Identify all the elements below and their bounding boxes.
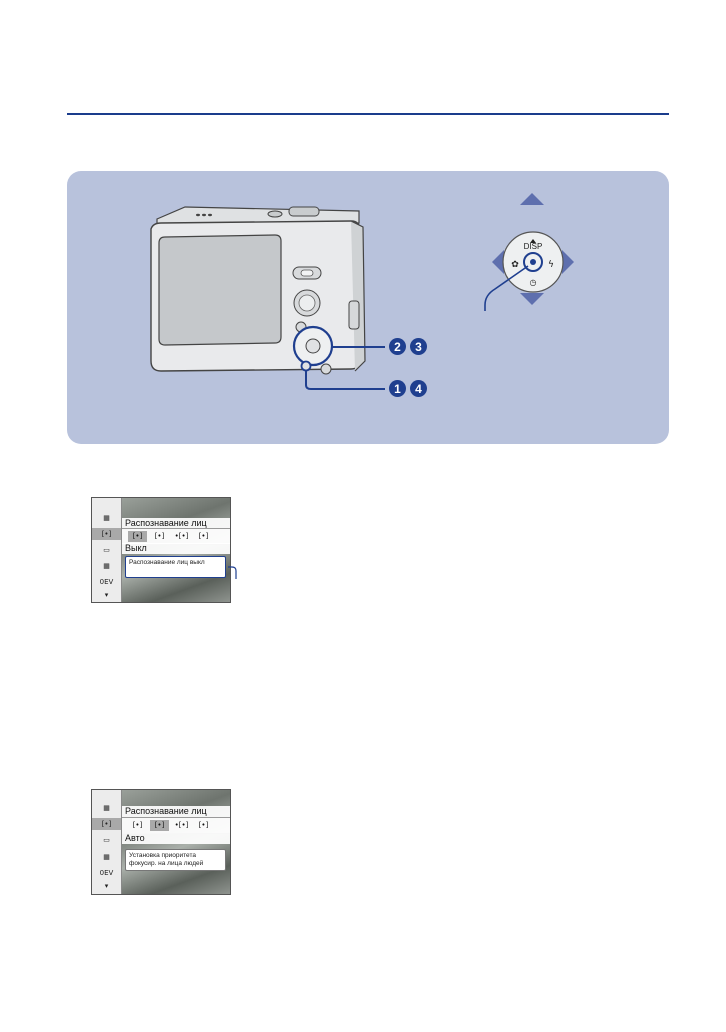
image-size-icon: ▭ — [103, 546, 110, 554]
camera-illustration-panel: DISP ✿ ϟ ◷ 2 3 1 4 — [67, 171, 669, 444]
option-child-priority-icon: •[•] — [174, 821, 189, 829]
step-badge-3: 3 — [410, 338, 427, 355]
camera-side — [350, 220, 366, 372]
lcd-screenshot-face-off: ▦ [•] ▭ ▦ 0EV ▾ Распознавание лиц [•] [•… — [91, 497, 231, 603]
option-off-icon: [•] — [132, 821, 143, 829]
lcd-selected-value: Авто — [122, 833, 230, 844]
option-auto-icon: [•] — [154, 532, 165, 540]
lcd-side-menu: ▦ [•] ▭ ▦ 0EV ▾ — [92, 498, 122, 602]
flash-icon: ϟ — [548, 260, 554, 270]
step-badge-4: 4 — [410, 380, 427, 397]
hint-callout — [228, 566, 237, 579]
dpad-arrow-up — [520, 193, 544, 205]
step-badge-1: 1 — [389, 380, 406, 397]
dpad-arrow-down — [520, 293, 544, 305]
power-button — [267, 210, 283, 218]
shutter-button — [288, 206, 320, 217]
dpad-diagram: DISP ✿ ϟ ◷ — [484, 193, 574, 311]
dpad-disp-label: DISP — [524, 242, 543, 251]
scene-icon: ▦ — [103, 514, 110, 522]
strap-eyelet — [348, 300, 360, 330]
camera-illustration: DISP ✿ ϟ ◷ — [150, 193, 574, 390]
exposure-icon: 0EV — [99, 869, 114, 877]
image-size-icon: ▭ — [103, 836, 110, 844]
lcd-screen — [158, 234, 282, 346]
control-wheel-center — [305, 338, 321, 354]
lcd-screenshot-face-auto: ▦ [•] ▭ ▦ 0EV ▾ Распознавание лиц [•] [•… — [91, 789, 231, 895]
dpad-arrow-right — [562, 250, 574, 274]
camera-mic-dot — [202, 213, 206, 217]
lcd-side-menu: ▦ [•] ▭ ▦ 0EV ▾ — [92, 790, 122, 894]
menu-button — [300, 360, 312, 372]
lcd-selected-value: Выкл — [122, 543, 230, 554]
lcd-hint-box: Распознавание лиц выкл — [125, 556, 226, 578]
delete-button — [320, 363, 332, 375]
scene-icon: ▦ — [103, 804, 110, 812]
lcd-menu-title: Распознавание лиц — [122, 806, 230, 817]
option-adult-priority-icon: [•] — [198, 532, 209, 540]
lcd-option-row: [•] [•] •[•] [•] — [122, 817, 230, 834]
face-detection-icon: [•] — [92, 818, 121, 830]
scroll-down-icon: ▾ — [104, 591, 109, 599]
self-timer-icon: ◷ — [530, 278, 537, 287]
camera-mic-dot — [208, 213, 212, 217]
callout-line-menu — [305, 371, 385, 390]
option-adult-priority-icon: [•] — [198, 821, 209, 829]
dpad-callout-line — [484, 265, 529, 311]
dpad-arrow-left — [492, 250, 504, 274]
option-child-priority-icon: •[•] — [174, 532, 189, 540]
camera-mic-dot — [196, 213, 200, 217]
scroll-down-icon: ▾ — [104, 882, 109, 890]
face-detection-icon: [•] — [92, 528, 121, 540]
lcd-menu-title: Распознавание лиц — [122, 518, 230, 529]
option-auto-icon: [•] — [150, 820, 169, 831]
macro-icon: ✿ — [511, 260, 519, 270]
option-off-icon: [•] — [128, 531, 147, 542]
exposure-icon: 0EV — [99, 578, 114, 586]
lcd-hint-box: Установка приоритета фокусир. на лица лю… — [125, 849, 226, 871]
step-badge-2: 2 — [389, 338, 406, 355]
burst-icon: ▦ — [103, 562, 110, 570]
burst-icon: ▦ — [103, 853, 110, 861]
header-rule — [67, 113, 669, 115]
